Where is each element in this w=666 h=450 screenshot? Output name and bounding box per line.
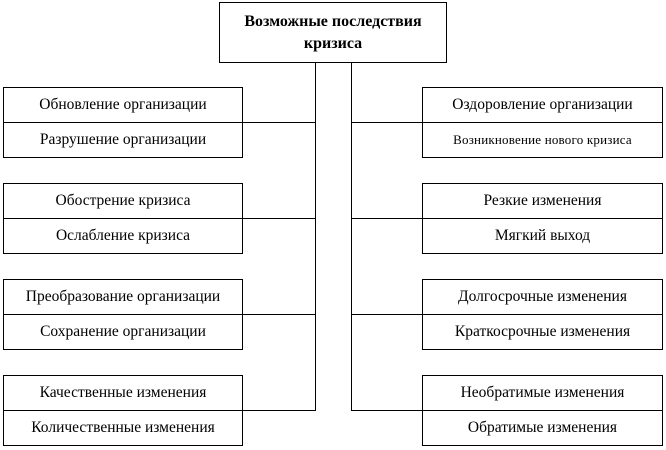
node-label: Возникновение нового кризиса (453, 132, 632, 147)
node-label: Краткосрочные изменения (454, 323, 631, 340)
node-left-4b: Количественные изменения (3, 410, 243, 446)
node-right-3b: Краткосрочные изменения (422, 314, 663, 350)
left-trunk-line (315, 63, 316, 411)
connector (243, 410, 316, 411)
right-trunk-line (351, 63, 352, 411)
node-label: Долгосрочные изменения (458, 288, 627, 305)
node-right-2b: Мягкий выход (422, 218, 663, 254)
node-label: Сохранение организации (40, 323, 206, 340)
node-left-2b: Ослабление кризиса (3, 218, 243, 254)
node-left-2a: Обострение кризиса (3, 183, 243, 219)
root-node: Возможные последствия кризиса (219, 2, 447, 63)
node-label: Обновление организации (39, 96, 207, 113)
connector (243, 122, 315, 123)
connector (351, 410, 422, 411)
node-left-1b: Разрушение организации (3, 122, 243, 158)
node-right-1a: Оздоровление организации (422, 87, 663, 123)
node-label: Качественные изменения (39, 384, 207, 401)
node-right-4b: Обратимые изменения (422, 410, 663, 446)
node-right-3a: Долгосрочные изменения (422, 279, 663, 315)
node-label: Резкие изменения (483, 192, 602, 209)
node-label: Разрушение организации (39, 131, 207, 148)
connector (351, 122, 422, 123)
root-node-label: Возможные последствия кризиса (244, 12, 422, 52)
connector (351, 314, 422, 315)
node-label: Необратимые изменения (460, 384, 625, 401)
node-left-3b: Сохранение организации (3, 314, 243, 350)
connector (243, 314, 315, 315)
node-right-1b: Возникновение нового кризиса (422, 122, 663, 158)
connector (243, 218, 315, 219)
node-label: Мягкий выход (494, 227, 591, 244)
node-left-1a: Обновление организации (3, 87, 243, 123)
connector (351, 218, 422, 219)
node-left-4a: Качественные изменения (3, 375, 243, 411)
node-label: Преобразование организации (25, 288, 221, 305)
node-label: Ослабление кризиса (55, 227, 191, 244)
node-label: Обратимые изменения (467, 419, 618, 436)
node-right-2a: Резкие изменения (422, 183, 663, 219)
node-left-3a: Преобразование организации (3, 279, 243, 315)
node-right-4a: Необратимые изменения (422, 375, 663, 411)
node-label: Оздоровление организации (452, 96, 633, 113)
node-label: Обострение кризиса (55, 192, 191, 209)
node-label: Количественные изменения (31, 419, 215, 436)
